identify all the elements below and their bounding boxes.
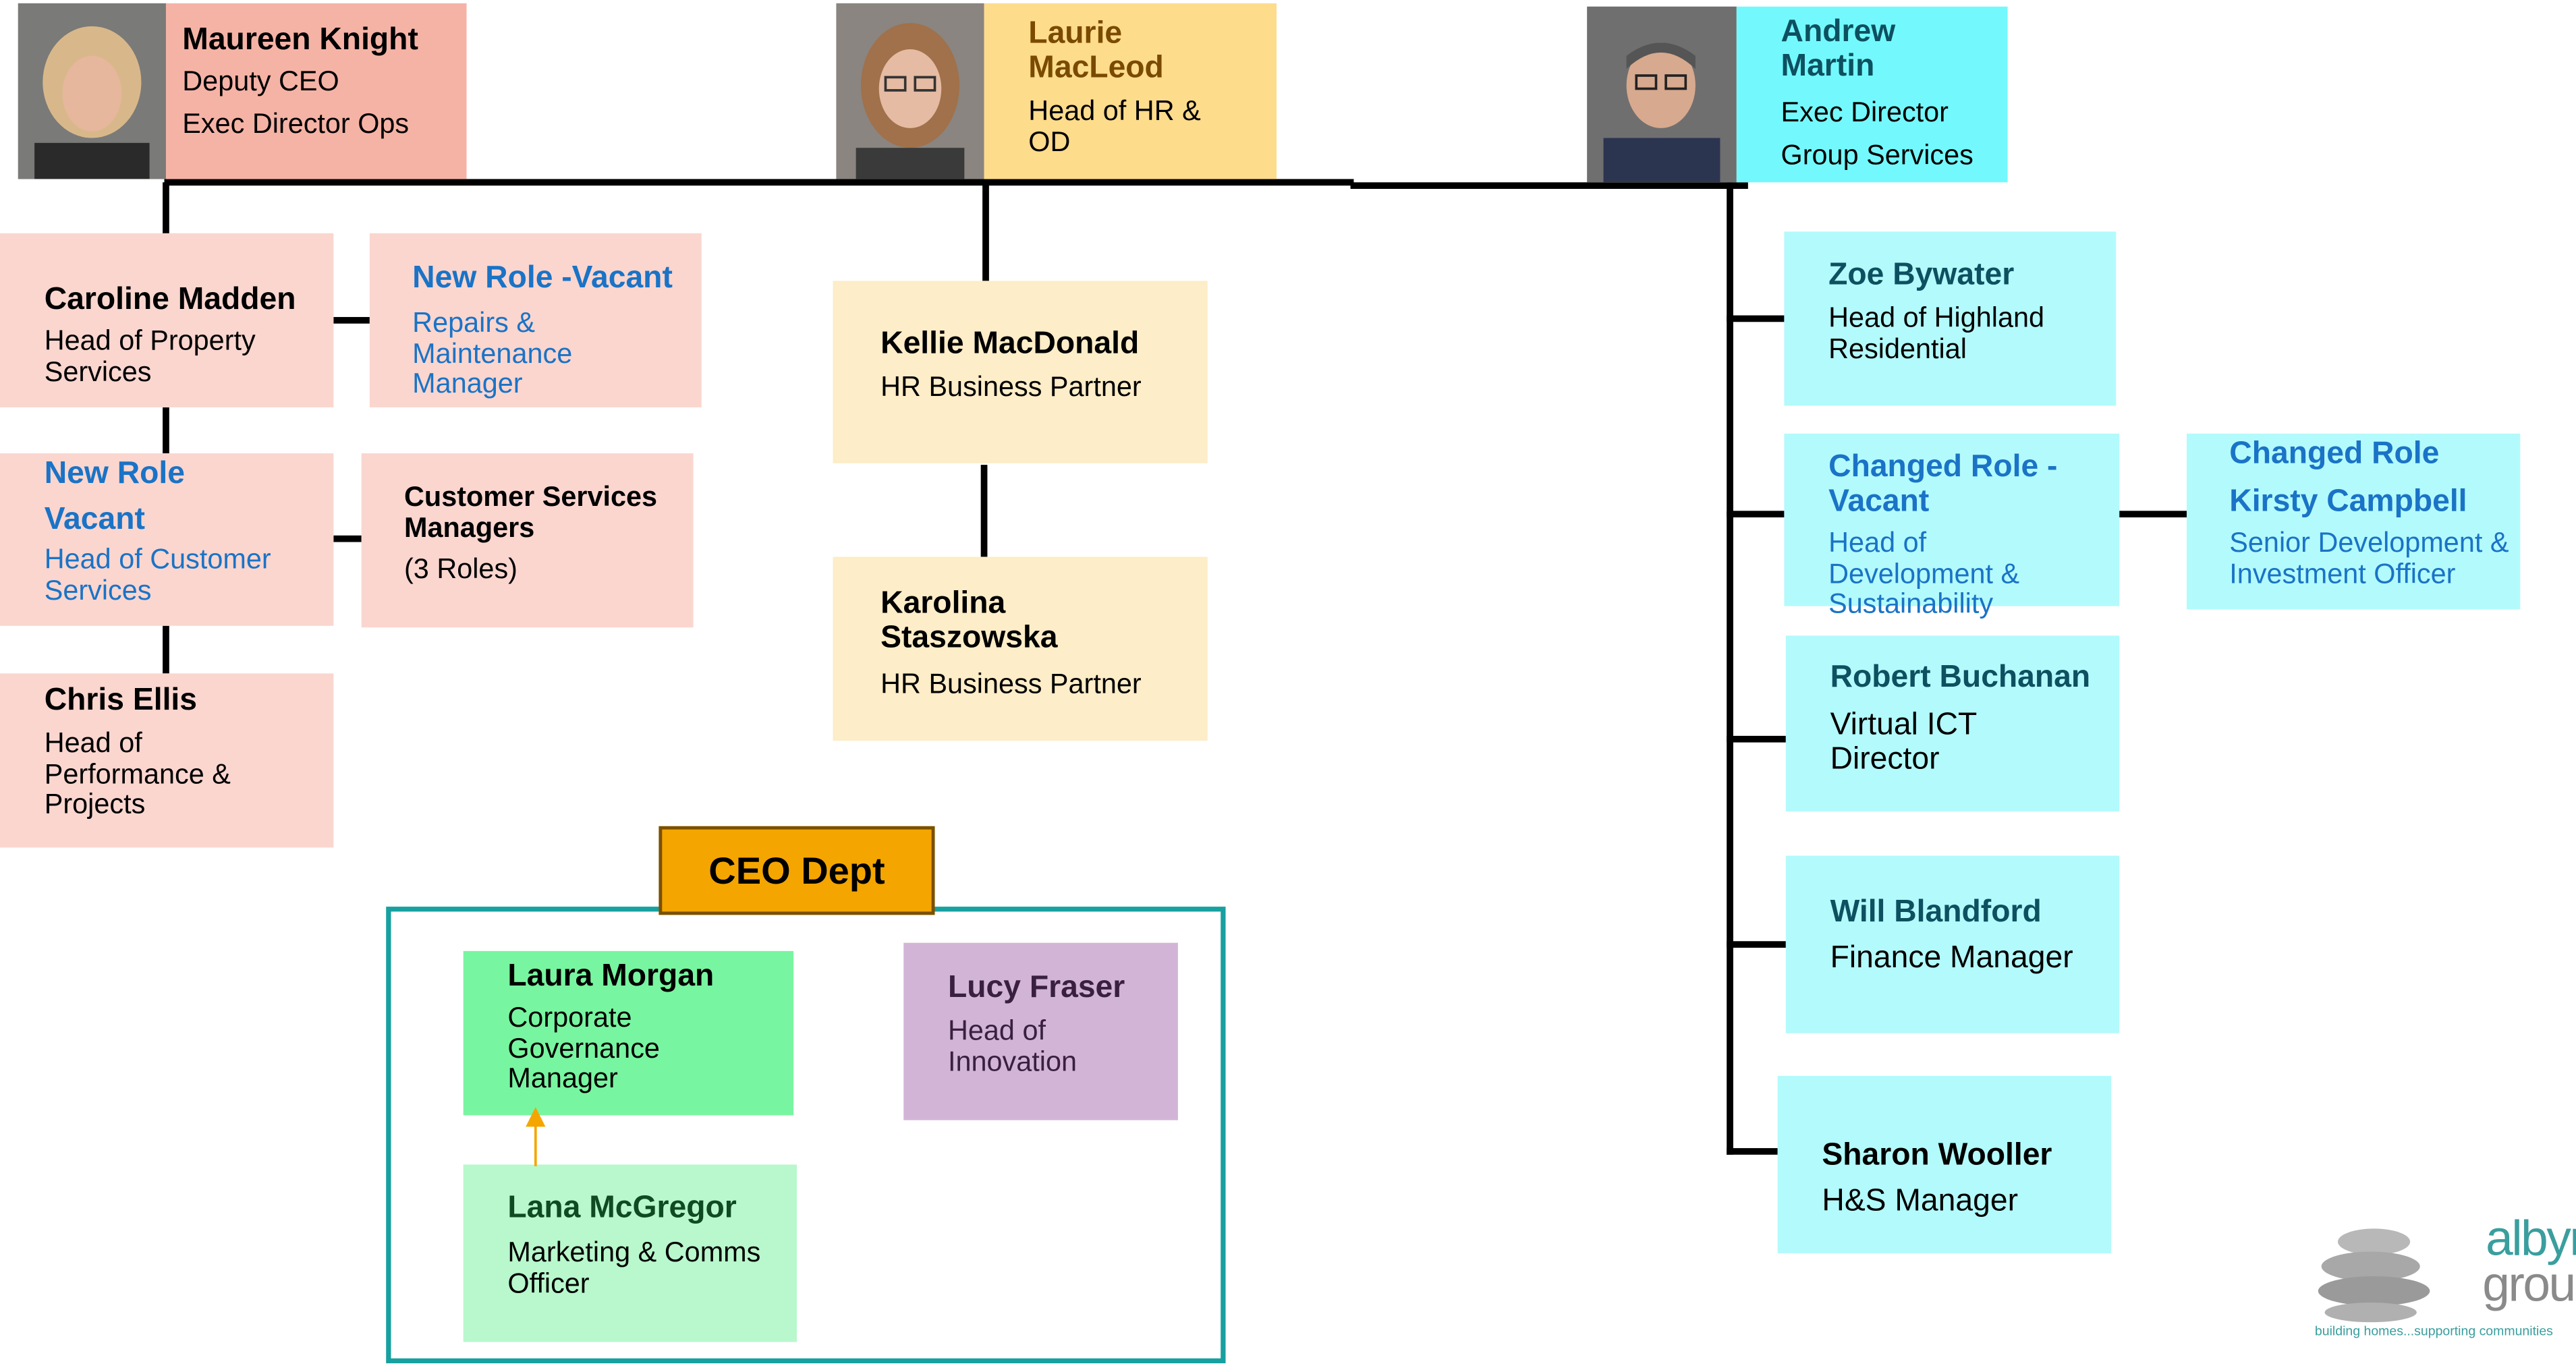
sharon-wooller-card: Sharon Wooller H&S Manager	[1777, 1075, 2111, 1253]
logo-tagline: building homes...supporting communities	[2314, 1323, 2553, 1339]
gs-branch-zoe	[1727, 315, 1785, 322]
laura-morgan-card: Laura Morgan Corporate Governance Manage…	[463, 950, 794, 1116]
customer-csm-connector	[333, 535, 362, 542]
robert-name: Robert Buchanan	[1830, 660, 2091, 695]
lucy-role: Head of Innovation	[947, 1015, 1077, 1077]
repairs-role: Repairs & Maintenance Manager	[412, 307, 573, 399]
robert-buchanan-card: Robert Buchanan Virtual ICT Director	[1785, 635, 2120, 811]
laurie-photo	[836, 3, 984, 179]
maureen-title-2: Exec Director Ops	[182, 107, 410, 139]
csm-card: Customer Services Managers (3 Roles)	[361, 453, 694, 628]
karolina-name: Karolina Staszowska	[880, 586, 1058, 656]
kirsty-campbell-card: Changed Role Kirsty Campbell Senior Deve…	[2186, 433, 2521, 610]
lucy-name: Lucy Fraser	[947, 971, 1125, 1006]
repairs-vacant-card: New Role -Vacant Repairs & Maintenance M…	[369, 233, 702, 407]
dev-role: Head of Development & Sustainability	[1828, 527, 2020, 619]
andrew-title-2: Group Services	[1781, 138, 1973, 171]
dev-vacant-card: Changed Role - Vacant Head of Developmen…	[1784, 433, 2120, 619]
customer-vacant-title-1: New Role	[44, 456, 186, 492]
caroline-role: Head of Property Services	[44, 325, 256, 387]
ops-vertical-line-2	[163, 407, 169, 454]
customer-vacant-title-2: Vacant	[44, 503, 145, 538]
lana-mcgregor-card: Lana McGregor Marketing & Comms Officer	[463, 1164, 797, 1342]
csm-count: (3 Roles)	[404, 553, 517, 585]
laura-name: Laura Morgan	[507, 959, 715, 994]
will-role: Finance Manager	[1830, 941, 2073, 976]
gs-branch-sharon	[1727, 1148, 1778, 1155]
andrew-title-1: Exec Director	[1781, 96, 1949, 128]
top-connector-line-right	[1350, 182, 1748, 190]
hr-vertical-line-1	[982, 182, 989, 281]
chris-name: Chris Ellis	[44, 683, 198, 718]
gs-branch-dev	[1727, 511, 1785, 518]
lucy-fraser-card: Lucy Fraser Head of Innovation	[903, 942, 1178, 1120]
ceo-dept-label: CEO Dept	[659, 826, 935, 915]
customer-head-role: Head of Customer Services	[44, 543, 271, 606]
lana-to-laura-arrow	[526, 1107, 546, 1166]
caroline-repairs-connector	[333, 316, 370, 324]
csm-title: Customer Services Managers	[404, 481, 658, 544]
zoe-name: Zoe Bywater	[1828, 258, 2015, 293]
kellie-macdonald-card: Kellie MacDonald HR Business Partner	[833, 281, 1208, 463]
logo-word-2: group	[2482, 1258, 2576, 1313]
gs-branch-robert	[1727, 735, 1786, 743]
caroline-name: Caroline Madden	[44, 282, 296, 317]
chris-ellis-card: Chris Ellis Head of Performance & Projec…	[0, 673, 334, 848]
repairs-vacant-title: New Role -Vacant	[412, 261, 673, 296]
kirsty-role: Senior Development & Investment Officer	[2229, 527, 2509, 589]
dev-vacant-title: Changed Role - Vacant	[1828, 450, 2058, 519]
chris-role: Head of Performance & Projects	[44, 727, 231, 820]
logo-word-1: albyn	[2486, 1212, 2576, 1267]
maureen-name: Maureen Knight	[182, 23, 418, 58]
kellie-name: Kellie MacDonald	[880, 326, 1140, 362]
will-blandford-card: Will Blandford Finance Manager	[1785, 855, 2120, 1033]
will-name: Will Blandford	[1830, 895, 2042, 930]
sharon-role: H&S Manager	[1822, 1184, 2019, 1219]
albyn-group-logo: albyn group building homes...supporting …	[2305, 1212, 2576, 1350]
top-connector-line	[164, 179, 1354, 186]
lana-name: Lana McGregor	[507, 1191, 737, 1226]
laurie-title: Head of HR & OD	[1028, 95, 1201, 157]
laurie-name: Laurie MacLeod	[1028, 16, 1164, 86]
ceo-dept-title: CEO Dept	[708, 849, 885, 892]
hr-vertical-line-2	[980, 465, 988, 557]
kirsty-changed-title: Changed Role	[2229, 436, 2440, 472]
zoe-bywater-card: Zoe Bywater Head of Highland Residential	[1784, 231, 2117, 406]
maureen-photo	[18, 3, 166, 179]
caroline-madden-card: Caroline Madden Head of Property Service…	[0, 233, 334, 407]
dev-kirsty-connector	[2119, 511, 2187, 518]
customer-services-vacant-card: New Role Vacant Head of Customer Service…	[0, 453, 334, 626]
gs-branch-will	[1727, 941, 1786, 948]
zoe-role: Head of Highland Residential	[1828, 302, 2045, 364]
karolina-role: HR Business Partner	[880, 668, 1142, 700]
stacked-stones-icon	[2318, 1228, 2430, 1323]
robert-role: Virtual ICT Director	[1830, 708, 1977, 777]
maureen-title-1: Deputy CEO	[182, 65, 339, 97]
laurie-macleod-card: Laurie MacLeod Head of HR & OD	[984, 3, 1277, 179]
ops-vertical-line-3	[163, 625, 169, 674]
kellie-role: HR Business Partner	[880, 371, 1142, 403]
laura-role: Corporate Governance Manager	[507, 1002, 660, 1094]
lana-role: Marketing & Comms Officer	[507, 1236, 761, 1298]
andrew-name: Andrew Martin	[1781, 14, 1896, 84]
andrew-photo	[1587, 6, 1737, 183]
sharon-name: Sharon Wooller	[1822, 1138, 2052, 1173]
andrew-martin-card: Andrew Martin Exec Director Group Servic…	[1736, 6, 2008, 183]
kirsty-name: Kirsty Campbell	[2229, 484, 2467, 519]
karolina-staszowska-card: Karolina Staszowska HR Business Partner	[833, 556, 1208, 741]
maureen-knight-card: Maureen Knight Deputy CEO Exec Director …	[165, 3, 467, 179]
ops-vertical-line-1	[163, 182, 169, 235]
gs-vertical-spine	[1727, 182, 1733, 1155]
